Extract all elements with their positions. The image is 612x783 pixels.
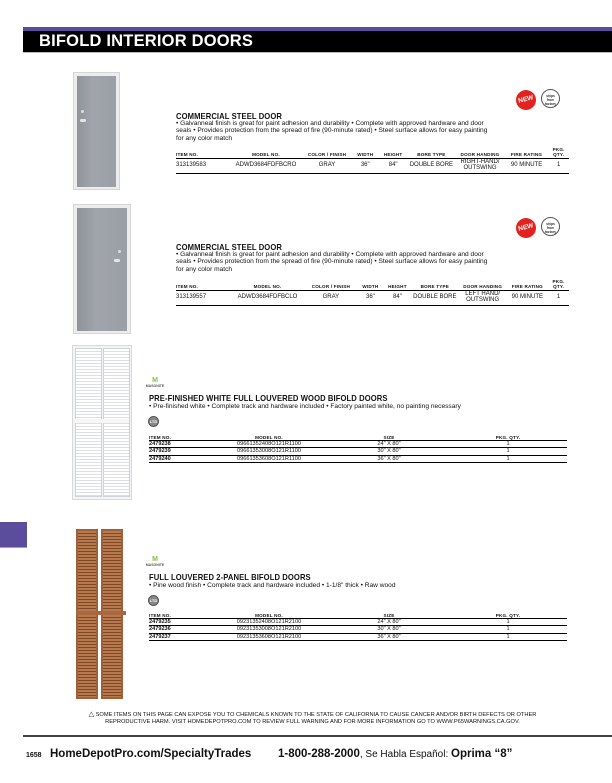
masonite-logo: M MASONITE bbox=[145, 377, 165, 388]
col-width: WIDTH bbox=[356, 279, 384, 291]
col-bore-type: BORE TYPE bbox=[407, 147, 456, 159]
product-description: • Pine wood finish • Complete track and … bbox=[149, 582, 396, 589]
col-pkg-qty: PKG. QTY. bbox=[548, 147, 569, 159]
table-row: 2479239 09661353008O121R1100 30" X 80" 1 bbox=[149, 447, 567, 456]
col-fire-rating: FIRE RATING bbox=[504, 147, 549, 159]
product-spec-table: ITEM NO. MODEL NO. SIZE PKG. QTY. 247923… bbox=[149, 611, 567, 641]
col-door-handing: DOOR HANDING bbox=[458, 279, 507, 291]
col-model-no: MODEL NO. bbox=[209, 611, 329, 619]
col-size: SIZE bbox=[329, 433, 449, 441]
masonite-m-icon: M bbox=[152, 377, 158, 384]
masonite-logo: M MASONITE bbox=[145, 556, 165, 567]
page-number: 1658 bbox=[26, 752, 42, 759]
warranty-badge-icon: LTD bbox=[148, 595, 159, 606]
col-fire-rating: FIRE RATING bbox=[506, 279, 549, 291]
warranty-badge-icon: LTD bbox=[148, 416, 159, 427]
col-color-finish: COLOR / FINISH bbox=[304, 279, 357, 291]
col-size: SIZE bbox=[329, 611, 449, 619]
product-description: • Pre-finished white • Complete track an… bbox=[149, 403, 461, 410]
ships-from-factory-icon: ships from factory bbox=[541, 217, 560, 236]
steel-door-image-right-hand bbox=[73, 72, 120, 190]
col-pkg-qty: PKG. QTY. bbox=[449, 433, 567, 441]
footer-website-link[interactable]: HomeDepotPro.com/SpecialtyTrades bbox=[50, 748, 252, 760]
product-title: COMMERCIAL STEEL DOOR bbox=[176, 242, 282, 252]
product-spec-table: ITEM NO. MODEL NO. COLOR / FINISH WIDTH … bbox=[176, 279, 569, 306]
col-color-finish: COLOR / FINISH bbox=[302, 147, 352, 159]
warning-triangle-icon: △ bbox=[88, 711, 95, 718]
header-divider bbox=[23, 52, 612, 53]
steel-door-image-left-hand bbox=[73, 204, 131, 334]
new-badge-icon: NEW bbox=[513, 215, 539, 241]
col-model-no: MODEL NO. bbox=[230, 279, 305, 291]
product-title: PRE-FINISHED WHITE FULL LOUVERED WOOD BI… bbox=[149, 393, 388, 403]
table-row: 313139557 ADWD3684FDFBCLO GRAY 36" 84" D… bbox=[176, 290, 569, 306]
wood-louvered-bifold-image bbox=[76, 529, 126, 699]
section-tab-marker bbox=[0, 522, 27, 548]
col-height: HEIGHT bbox=[378, 147, 408, 159]
ships-from-factory-icon: ships from factory bbox=[541, 89, 560, 108]
table-row: 2479238 09661352408O121R1100 24" X 80" 1 bbox=[149, 440, 567, 448]
door-handle-icon bbox=[114, 259, 120, 262]
col-pkg-qty: PKG. QTY. bbox=[548, 279, 569, 291]
footer-phone: 1-800-288-2000, Se Habla Español: Oprima… bbox=[278, 748, 513, 760]
product-spec-table: ITEM NO. MODEL NO. COLOR / FINISH WIDTH … bbox=[176, 147, 569, 174]
table-row: 2479236 09231353008O121R2100 30" X 80" 1 bbox=[149, 625, 567, 634]
col-item-no: ITEM NO. bbox=[176, 279, 231, 291]
col-width: WIDTH bbox=[351, 147, 379, 159]
product-title: COMMERCIAL STEEL DOOR bbox=[176, 111, 282, 121]
table-row: 2479237 09231353608O121R2100 36" X 80" 1 bbox=[149, 633, 567, 641]
masonite-m-icon: M bbox=[152, 556, 158, 563]
table-row: 313139583 ADWD3684FDFBCRO GRAY 36" 84" D… bbox=[176, 158, 569, 174]
col-model-no: MODEL NO. bbox=[229, 147, 303, 159]
section-header: BIFOLD INTERIOR DOORS bbox=[23, 27, 612, 52]
col-item-no: ITEM NO. bbox=[149, 433, 209, 441]
col-item-no: ITEM NO. bbox=[176, 147, 230, 159]
table-row: 2479235 09231352408O121R2100 24" X 80" 1 bbox=[149, 618, 567, 626]
product-spec-table: ITEM NO. MODEL NO. SIZE PKG. QTY. 247923… bbox=[149, 433, 567, 463]
white-louvered-bifold-image bbox=[72, 345, 132, 500]
table-row: 2479240 09661353608O121R1100 36" X 80" 1 bbox=[149, 455, 567, 463]
door-lock-icon bbox=[81, 110, 84, 113]
col-pkg-qty: PKG. QTY. bbox=[449, 611, 567, 619]
col-bore-type: BORE TYPE bbox=[410, 279, 459, 291]
col-item-no: ITEM NO. bbox=[149, 611, 209, 619]
col-door-handing: DOOR HANDING bbox=[455, 147, 505, 159]
section-title: BIFOLD INTERIOR DOORS bbox=[39, 32, 254, 50]
footer-divider bbox=[23, 735, 612, 737]
door-lock-icon bbox=[118, 250, 121, 253]
product-description: • Galvanneal finish is great for paint a… bbox=[176, 120, 488, 142]
prop65-warning: △ SOME ITEMS ON THIS PAGE CAN EXPOSE YOU… bbox=[88, 711, 537, 726]
new-badge-icon: NEW bbox=[513, 87, 539, 113]
col-height: HEIGHT bbox=[383, 279, 411, 291]
product-description: • Galvanneal finish is great for paint a… bbox=[176, 251, 488, 273]
door-handle-icon bbox=[80, 119, 86, 122]
product-title: FULL LOUVERED 2-PANEL BIFOLD DOORS bbox=[149, 572, 311, 582]
col-model-no: MODEL NO. bbox=[209, 433, 329, 441]
